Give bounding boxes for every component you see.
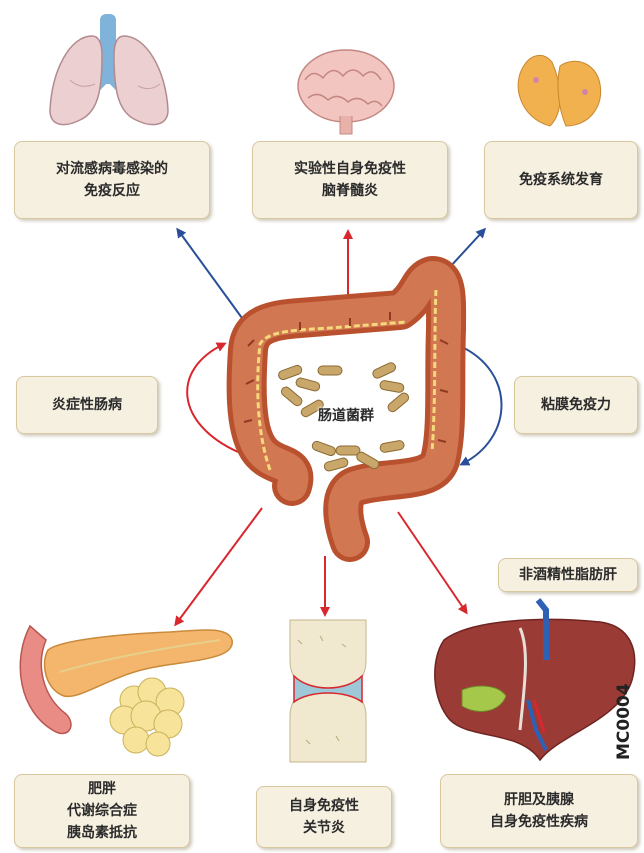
box-nafld: 非酒精性脂肪肝 (498, 558, 638, 592)
box-immune-development: 免疫系统发育 (484, 141, 638, 219)
box-line: 自身免疫性 (289, 795, 359, 817)
box-line: 代谢综合症 (67, 800, 137, 822)
box-line: 炎症性肠病 (52, 394, 122, 416)
thymus-icon (518, 55, 601, 126)
liver-icon (435, 600, 635, 760)
box-line: 免疫反应 (56, 180, 168, 202)
joint-icon (290, 620, 366, 762)
box-line: 肥胖 (67, 778, 137, 800)
box-eae: 实验性自身免疫性脑脊髓炎 (252, 141, 448, 219)
lungs-icon (50, 14, 168, 125)
arrow-to-influenza (178, 230, 242, 318)
box-line: 对流感病毒感染的 (56, 158, 168, 180)
arrow-to-obesity (176, 508, 262, 624)
box-line: 胰岛素抵抗 (67, 822, 137, 844)
box-line: 关节炎 (289, 817, 359, 839)
box-mucosal-immunity: 粘膜免疫力 (514, 376, 638, 434)
box-line: 实验性自身免疫性 (294, 158, 406, 180)
gut-microbiota-label: 肠道菌群 (318, 405, 374, 425)
figure-code: MC0004 (614, 683, 634, 760)
box-ibd: 炎症性肠病 (16, 376, 158, 434)
box-line: 非酒精性脂肪肝 (519, 564, 617, 586)
box-line: 自身免疫性疾病 (490, 811, 588, 833)
box-line: 粘膜免疫力 (541, 394, 611, 416)
box-line: 免疫系统发育 (519, 169, 603, 191)
arrow-mucosal-loop (460, 346, 502, 464)
box-line: 肝胆及胰腺 (490, 789, 588, 811)
brain-icon (298, 50, 394, 134)
box-influenza-response: 对流感病毒感染的免疫反应 (14, 141, 210, 219)
box-obesity-metabolic: 肥胖代谢综合症胰岛素抵抗 (14, 774, 190, 848)
box-autoimmune-arthritis: 自身免疫性关节炎 (256, 786, 392, 848)
box-line: 脑脊髓炎 (294, 180, 406, 202)
box-hepatobiliary-autoimmune: 肝胆及胰腺自身免疫性疾病 (440, 774, 638, 848)
pancreas-icon (20, 626, 232, 756)
arrow-to-liver (398, 512, 466, 612)
